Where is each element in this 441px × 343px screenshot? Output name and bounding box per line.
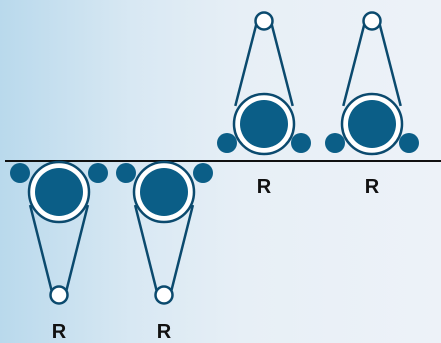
belt-bottom-2	[133, 204, 195, 295]
unit-top-1	[217, 11, 311, 156]
idler-dot-bottom-1-right	[88, 163, 108, 183]
label-bottom-1: R	[52, 321, 67, 343]
belt-bottom-1	[28, 204, 90, 295]
idler-dot-bottom-1-left	[10, 163, 30, 183]
unit-bottom-1	[10, 160, 108, 305]
label-bottom-2: R	[157, 321, 172, 343]
idler-dot-top-1-right	[291, 133, 311, 153]
idler-dot-bottom-2-right	[193, 163, 213, 183]
label-top-1: R	[257, 176, 272, 198]
large-pulley-bottom-2-hub	[140, 168, 188, 216]
large-pulley-top-2-hub	[348, 100, 396, 148]
belt-top-2	[342, 18, 402, 107]
small-pulley-bottom-1	[49, 285, 69, 305]
idler-dot-bottom-2-left	[116, 163, 136, 183]
idler-dot-top-2-right	[399, 133, 419, 153]
small-pulley-top-2	[362, 11, 382, 31]
belt-top-1	[234, 18, 294, 107]
large-pulley-bottom-1-hub	[35, 168, 83, 216]
small-pulley-bottom-2	[154, 285, 174, 305]
large-pulley-top-1-hub	[240, 100, 288, 148]
unit-bottom-2	[116, 160, 213, 305]
idler-dot-top-1-left	[217, 133, 237, 153]
small-pulley-top-1	[254, 11, 274, 31]
idler-dot-top-2-left	[325, 133, 345, 153]
label-top-2: R	[365, 176, 380, 198]
unit-top-2	[325, 11, 419, 156]
